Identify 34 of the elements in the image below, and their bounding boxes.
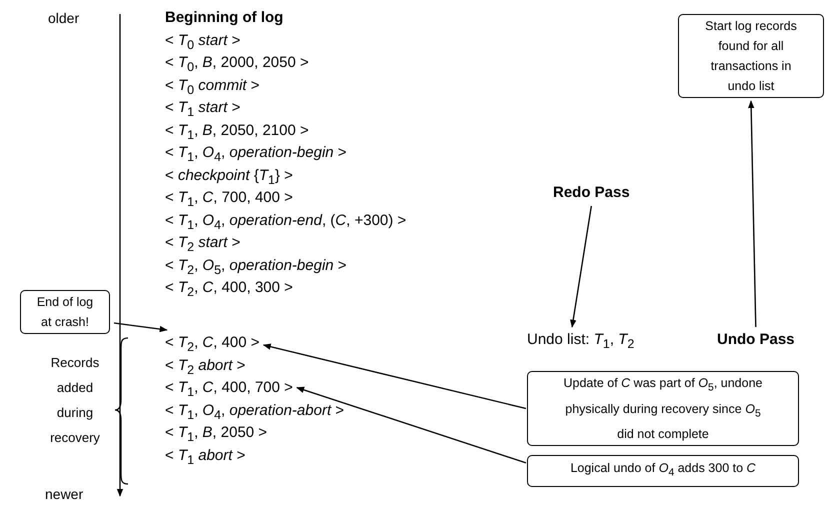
log-record: < T$_{2}$ abort > bbox=[165, 356, 246, 378]
log-record: < T$_{1}$, O$_{4}$, operation-abort > bbox=[165, 400, 344, 424]
log-record: < T$_{0}$ start > bbox=[165, 30, 240, 54]
log-record: < T$_{0}$, B, 2000, 2050 > bbox=[165, 53, 309, 76]
log-record: < T$_{2}$ start > bbox=[165, 233, 240, 256]
note-box: Logical undo of O$_{4}$ adds 300 to C bbox=[527, 455, 799, 486]
log-record: < T$_{1}$, O$_{4}$, operation-end, (C, +300) > bbox=[165, 210, 406, 234]
arrow bbox=[262, 344, 526, 410]
log-record: < T$_{1}$, C, 400, 700 > bbox=[165, 378, 293, 402]
arrow bbox=[296, 386, 526, 464]
log-record: < T$_{1}$, B, 2050 > bbox=[165, 423, 268, 446]
undo-list-text: Undo list: T$_{1}$, T$_{2}$ bbox=[527, 330, 634, 354]
note-box: Start log records found for all transactions in undo list bbox=[678, 14, 824, 98]
log-record: < T$_{1}$, C, 700, 400 > bbox=[165, 188, 293, 211]
log-record: < T$_{2}$, O$_{5}$, operation-begin > bbox=[165, 256, 347, 278]
pass-heading: Redo Pass bbox=[553, 183, 630, 203]
log-record: < T$_{2}$, C, 400, 300 > bbox=[165, 278, 293, 301]
log-record: < T$_{2}$, C, 400 > bbox=[165, 333, 260, 357]
note-box: End of log at crash! bbox=[20, 290, 110, 334]
log-record: < T$_{0}$ commit > bbox=[165, 76, 260, 98]
arrow bbox=[114, 322, 168, 332]
axis-label: older bbox=[48, 9, 80, 28]
log-record: < checkpoint {T$_{1}$} > bbox=[165, 166, 293, 188]
brace-label: Records added during recovery bbox=[49, 354, 101, 447]
log-record: < T$_{1}$ start > bbox=[165, 98, 240, 121]
log-record: < T$_{1}$, B, 2050, 2100 > bbox=[165, 120, 309, 144]
note-box: Update of C was part of O$_{5}$, undone physically during recovery since O$_{5}$ did not complete bbox=[527, 371, 799, 446]
log-record: < T$_{1}$ abort > bbox=[165, 446, 246, 468]
arrow bbox=[748, 100, 756, 328]
log-heading: Beginning of log bbox=[165, 8, 284, 28]
log-record: < T$_{1}$, O$_{4}$, operation-begin > bbox=[165, 143, 347, 166]
arrow bbox=[570, 206, 592, 328]
pass-heading: Undo Pass bbox=[717, 330, 795, 350]
axis-label: newer bbox=[45, 485, 84, 504]
